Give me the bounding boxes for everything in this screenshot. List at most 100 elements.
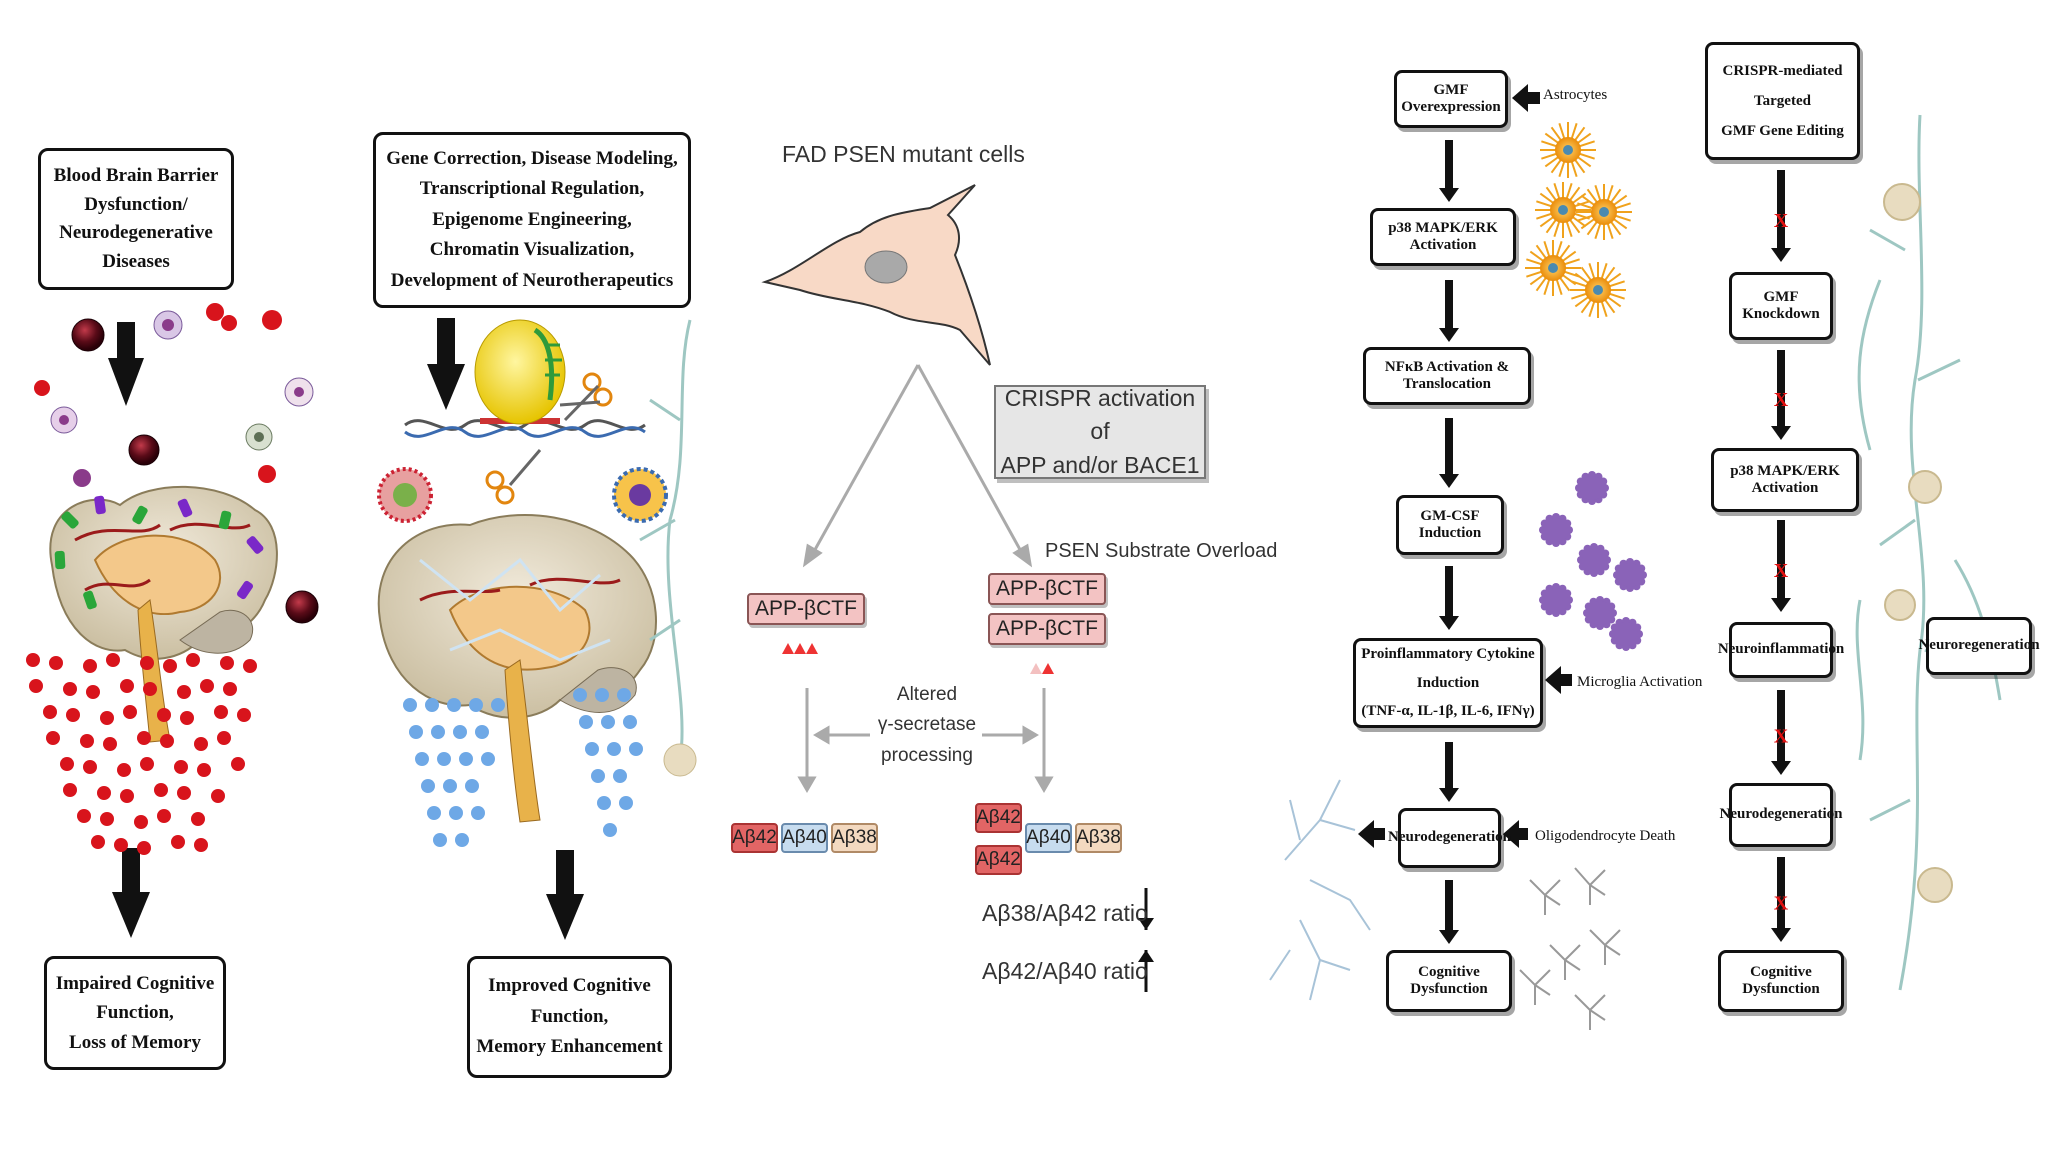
vesicle [591, 769, 605, 783]
red-blood-cell [143, 682, 157, 696]
protein-deposit [132, 505, 148, 525]
red-blood-cell [197, 763, 211, 777]
substrate-markers [782, 643, 1054, 674]
red-blood-cell [120, 679, 134, 693]
red-blood-cell [83, 659, 97, 673]
red-blood-cell [243, 659, 257, 673]
arrow-down-icon [1439, 930, 1459, 944]
vesicle [465, 779, 479, 793]
bbb-dysfunction-box: Blood Brain Barrier Dysfunction/ Neurode… [38, 148, 234, 290]
flow-arrows [1439, 140, 1459, 944]
red-blood-cell [231, 757, 245, 771]
ab40-right: Aβ40 [1025, 823, 1072, 853]
neuron-cell-body [663, 743, 697, 777]
vesicle [449, 806, 463, 820]
red-blood-cell [217, 731, 231, 745]
arrow-down-icon [546, 850, 584, 940]
vesicle [443, 779, 457, 793]
red-blood-cell [137, 841, 151, 855]
substrate-overload-label: PSEN Substrate Overload [1045, 540, 1278, 562]
arrow-shaft [1445, 418, 1453, 476]
arrow-shaft [1445, 140, 1453, 190]
red-blood-cell [154, 783, 168, 797]
red-blood-cell [60, 757, 74, 771]
brain-illustration [49, 485, 278, 743]
block-x-icon: X [1774, 389, 1789, 411]
ratio-42-40-label: Aβ42/Aβ40 ratio [982, 958, 1148, 984]
amyloid-deposits [54, 495, 264, 610]
astrocyte-illustration [1525, 122, 1632, 318]
arrow-shaft [1777, 690, 1785, 763]
arrow-shaft [1559, 674, 1572, 686]
step-p38-activation-blocked: p38 MAPK/ERK Activation [1711, 448, 1859, 512]
protein-deposit [246, 536, 264, 554]
vesicle [579, 715, 593, 729]
step-gmcsf-induction: GM-CSF Induction [1396, 495, 1504, 555]
protein-deposit [83, 590, 97, 610]
arrow-up-icon [1138, 950, 1154, 962]
arrow-down-icon [427, 318, 465, 410]
red-blood-cell [174, 760, 188, 774]
microglia-icon [1539, 583, 1573, 617]
vesicle [603, 823, 617, 837]
immune-cells-illustration [34, 303, 319, 624]
red-blood-cell [46, 731, 60, 745]
step-neurodegeneration-blocked: Neurodegeneration [1719, 783, 1843, 847]
red-blood-cell [80, 734, 94, 748]
crispr-applications-box: Gene Correction, Disease Modeling, Trans… [373, 132, 691, 308]
neuron-branch-illustration [639, 319, 692, 761]
astrocyte-icon [1540, 122, 1596, 178]
protein-deposit [61, 511, 79, 529]
crispr-activation-box: CRISPR activation of APP and/or BACE1 [994, 385, 1206, 479]
arrow-down-icon [1771, 426, 1791, 440]
red-blood-cell [26, 653, 40, 667]
arrow-shaft [1777, 170, 1785, 250]
microglia-icon [1613, 558, 1647, 592]
arrow-down-icon [1439, 788, 1459, 802]
vesicle [415, 752, 429, 766]
neuron-network-illustration [1855, 114, 2002, 991]
app-bctf-right-1: APP-βCTF [988, 573, 1106, 605]
ratio-arrows [1138, 888, 1154, 992]
oligodendrocyte-illustration [1519, 867, 1621, 1030]
split-arrows [802, 364, 1033, 568]
step-cognitive-dysfunction-blocked: Cognitive Dysfunction [1718, 950, 1844, 1012]
protein-deposit [94, 495, 106, 515]
red-blood-cell [63, 682, 77, 696]
vesicle [421, 779, 435, 793]
red-blood-cell [123, 705, 137, 719]
vesicle [491, 698, 505, 712]
red-blood-cell [157, 708, 171, 722]
vesicle [433, 833, 447, 847]
vesicle [447, 698, 461, 712]
arrow-shaft [1445, 880, 1453, 932]
red-blood-cell [63, 783, 77, 797]
arrow-down-icon [1771, 598, 1791, 612]
arrow-left-icon [1358, 820, 1374, 848]
red-blood-cell [137, 731, 151, 745]
astrocyte-icon [1570, 262, 1626, 318]
cas9-complex-icon [474, 319, 566, 425]
microglia-activation-label: Microglia Activation [1577, 674, 1703, 690]
vesicle [623, 715, 637, 729]
step-p38-activation: p38 MAPK/ERK Activation [1370, 208, 1516, 266]
step-gmf-knockdown: GMF Knockdown [1729, 272, 1833, 340]
arrow-left-icon [1545, 666, 1561, 694]
red-blood-cell [177, 685, 191, 699]
arrow-down-icon [108, 322, 144, 406]
red-blood-cell [157, 809, 171, 823]
oligodendrocyte-death-label: Oligodendrocyte Death [1535, 828, 1676, 844]
ab38-left: Aβ38 [831, 823, 878, 853]
vesicle [471, 806, 485, 820]
vesicle [481, 752, 495, 766]
step-crispr-gmf-editing: CRISPR-mediated Targeted GMF Gene Editin… [1705, 42, 1860, 160]
arrow-shaft [1445, 280, 1453, 330]
arrow-shaft [1526, 92, 1540, 104]
vesicle [573, 688, 587, 702]
neuron-cell-bodies [1883, 183, 1953, 903]
red-blood-cell [220, 656, 234, 670]
red-blood-cell [194, 838, 208, 852]
vesicle [453, 725, 467, 739]
vesicle [617, 688, 631, 702]
